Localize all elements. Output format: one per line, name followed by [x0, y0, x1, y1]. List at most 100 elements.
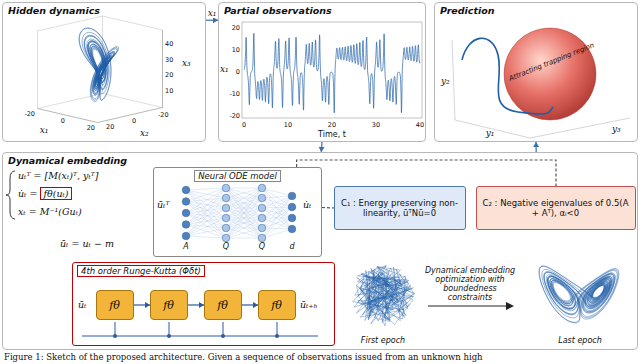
- tick-label: -20: [24, 110, 35, 118]
- neuron: [182, 198, 190, 206]
- network-link: [226, 188, 262, 218]
- network-link: [226, 198, 262, 238]
- connector: [322, 207, 334, 209]
- connector: [242, 302, 258, 308]
- axis-label: x₁: [40, 125, 49, 135]
- edge-label: x₁: [208, 8, 217, 18]
- network-link: [186, 188, 226, 236]
- axis-label: x₁: [220, 64, 229, 74]
- process-note: Dynamical embedding optimization with bo…: [420, 266, 520, 302]
- neuron: [222, 214, 230, 222]
- tick-label: 20: [87, 124, 95, 132]
- output-symbol: u̇ₜ: [303, 199, 311, 210]
- neuron: [288, 214, 296, 222]
- panel-title: Neural ODE model: [194, 170, 281, 182]
- neuron: [222, 194, 230, 202]
- rk-dot: [167, 334, 171, 338]
- tick-label: 0: [236, 68, 240, 76]
- network-link: [262, 207, 292, 228]
- network-link: [186, 225, 226, 229]
- panel-title: 4th order Runge-Kutta (Φδt): [77, 265, 205, 277]
- function-block: fθ: [258, 290, 296, 320]
- neuron: [182, 209, 190, 217]
- time-series: [244, 33, 420, 113]
- network-link: [186, 188, 226, 213]
- network-link: [226, 208, 262, 238]
- network-link: [262, 207, 292, 238]
- connector-line: [297, 160, 556, 186]
- network-link: [186, 208, 226, 236]
- tick-label: 20: [232, 24, 240, 32]
- neuron: [222, 184, 230, 192]
- network-link: [226, 218, 262, 238]
- constraint-box: C₂ : Negative eigenvalues of 0.5(A + Aᵀ)…: [476, 186, 636, 230]
- network-link: [262, 218, 292, 238]
- neuron: [258, 204, 266, 212]
- plot-frame: [242, 22, 422, 118]
- axis-line: [452, 40, 455, 120]
- last-epoch-attractor: [539, 266, 619, 323]
- input-symbol: ūₜ: [78, 299, 86, 310]
- tick-label: 20: [165, 71, 173, 79]
- neuron: [258, 214, 266, 222]
- neuron: [182, 186, 190, 194]
- connector: [319, 142, 325, 152]
- network-link: [186, 228, 226, 236]
- network-link: [186, 190, 226, 238]
- neuron: [258, 184, 266, 192]
- network-link: [186, 188, 226, 190]
- network-link: [262, 208, 292, 218]
- first-epoch-scribble: [353, 266, 415, 327]
- tick-label: 10: [284, 121, 292, 129]
- network-link: [226, 188, 262, 189]
- network-link: [262, 196, 292, 218]
- network-link: [186, 218, 226, 236]
- axis-line: [98, 108, 163, 123]
- rk-tap: [169, 322, 170, 336]
- tick-label: 20: [106, 123, 114, 131]
- network-link: [186, 218, 226, 225]
- network-link: [262, 196, 292, 228]
- equation: xₜ = M⁻¹(Guₜ): [18, 206, 82, 217]
- tick-label: 0: [242, 121, 246, 129]
- tick-label: 0: [132, 117, 136, 125]
- network-link: [226, 198, 262, 238]
- axis-label: x₂: [140, 128, 149, 138]
- connector-line: [322, 207, 334, 209]
- network-link: [186, 188, 226, 202]
- tick-label: -20: [158, 111, 169, 119]
- network-link: [226, 188, 262, 238]
- network-link: [226, 188, 262, 208]
- network-link: [226, 208, 262, 238]
- network-link: [226, 188, 262, 208]
- network-link: [226, 188, 262, 238]
- network-link: [262, 188, 292, 196]
- axis-line: [103, 16, 163, 30]
- network-link: [186, 225, 226, 239]
- panel-title: Dynamical embedding: [8, 155, 127, 166]
- axis-label: x₃: [182, 58, 191, 68]
- axis-line: [530, 118, 630, 138]
- constraint-text: C₂ : Negative eigenvalues of 0.5(A + Aᵀ)…: [481, 198, 630, 218]
- network-link: [186, 236, 226, 238]
- network-link: [262, 229, 292, 238]
- rk-tap: [115, 322, 116, 336]
- constraint-text: C₁ : Energy preserving non-linearity, ūᵀ…: [339, 198, 460, 218]
- tick-label: -10: [229, 90, 240, 98]
- network-link: [226, 188, 262, 218]
- rk-dot: [221, 334, 225, 338]
- function-block: fθ: [204, 290, 242, 320]
- axis-label: y₃: [612, 124, 621, 134]
- function-block: fθ: [96, 290, 134, 320]
- axis-label: Time, t: [318, 130, 346, 139]
- axis-line: [162, 30, 163, 108]
- output-symbol: ūₜ₊ₕ: [300, 299, 318, 310]
- neuron: [288, 192, 296, 200]
- equation: ūₜ = uₜ − m: [60, 238, 114, 249]
- neuron: [182, 232, 190, 240]
- neuron: [258, 194, 266, 202]
- neuron: [182, 221, 190, 229]
- neuron: [222, 204, 230, 212]
- function-block: fθ: [150, 290, 188, 320]
